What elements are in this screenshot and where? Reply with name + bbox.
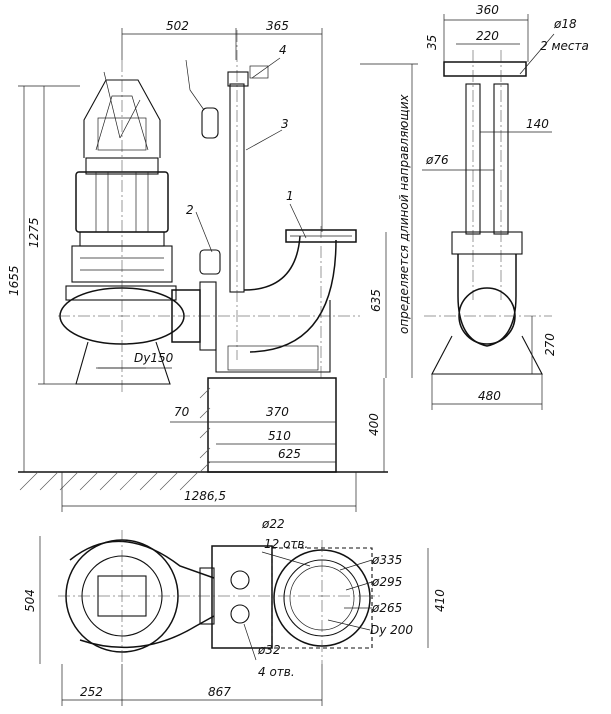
dim-510: 510	[268, 429, 291, 443]
dim-365: 365	[266, 19, 289, 33]
side-dim-140: 140	[526, 117, 549, 131]
side-view	[424, 50, 552, 375]
dim-dn150: Dy150	[134, 351, 174, 365]
dim-1286: 1286,5	[184, 489, 226, 503]
dim-70: 70	[174, 405, 190, 419]
dim-502: 502	[166, 19, 189, 33]
plan-dim-d295: ø295	[371, 575, 402, 589]
front-dimensions: 502 365 1655 1275 635 определяется длино…	[7, 19, 418, 512]
side-dimensions: 360 220 35 ø18 2 места 140 ø76 270 480	[422, 3, 589, 410]
plan-dim-d22: ø22	[261, 517, 285, 531]
side-note: определяется длиной направляющих	[397, 93, 411, 334]
callout-1: 1	[286, 189, 294, 203]
front-view: 1 2 3 4	[18, 30, 388, 491]
side-dim-270: 270	[543, 333, 557, 356]
side-dim-220: 220	[476, 29, 499, 43]
plan-dim-252: 252	[80, 685, 103, 699]
plan-dim-504: 504	[23, 589, 37, 612]
callout-3: 3	[281, 117, 289, 131]
ground-hatch	[19, 471, 199, 491]
dim-400: 400	[367, 413, 381, 436]
side-2-places: 2 места	[540, 39, 589, 53]
plan-dim-d32: ø32	[257, 643, 281, 657]
plan-12-holes: 12 отв.	[264, 537, 308, 551]
side-dim-480: 480	[478, 389, 501, 403]
callout-4: 4	[279, 43, 287, 57]
plan-dimensions: ø22 12 отв. ø335 ø295 ø265 Dy 200 410 50…	[23, 517, 447, 706]
dim-635: 635	[369, 289, 383, 312]
dim-370: 370	[266, 405, 289, 419]
side-dim-d18: ø18	[553, 17, 577, 31]
dim-1655: 1655	[7, 265, 21, 296]
plan-dim-867: 867	[208, 685, 231, 699]
plan-view	[58, 530, 380, 664]
callout-2: 2	[186, 203, 194, 217]
dim-1275: 1275	[27, 217, 41, 248]
plan-dim-dn200: Dy 200	[370, 623, 413, 637]
dim-625: 625	[278, 447, 301, 461]
plan-4-holes: 4 отв.	[258, 665, 295, 679]
side-dim-360: 360	[476, 3, 499, 17]
side-dim-35: 35	[425, 35, 439, 50]
pedestal-hatch	[199, 387, 211, 473]
plan-dim-d265: ø265	[371, 601, 402, 615]
side-dim-d76: ø76	[425, 153, 449, 167]
plan-dim-d335: ø335	[371, 553, 402, 567]
plan-dim-410: 410	[433, 589, 447, 612]
